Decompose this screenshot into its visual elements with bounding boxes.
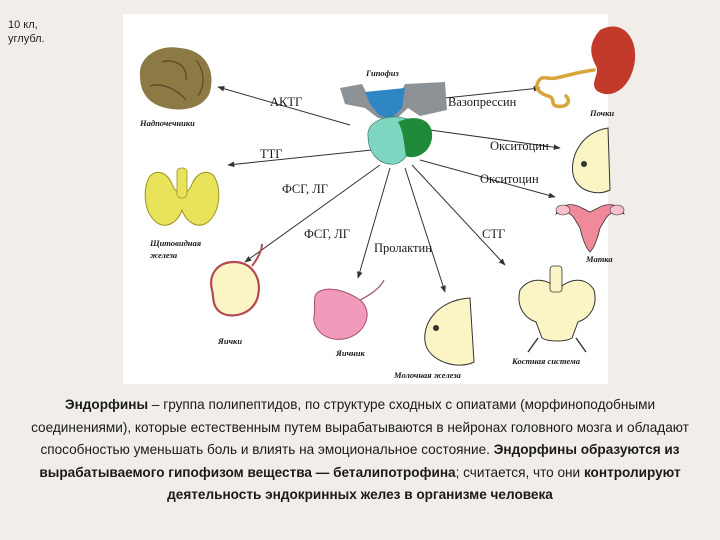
arrow-uterus [419,159,556,199]
label-mammary: Молочная железа [393,370,462,380]
label-thyroid-2: железа [150,250,178,260]
kidney-illustration [535,26,636,109]
caption-term: Эндорфины [64,397,149,412]
corner-note-line-2: углубл. [8,33,45,45]
label-ttg: ТТГ [260,147,283,161]
ovary-illustration [313,279,385,340]
caption-connector: ; считается, что они [455,464,584,480]
arrow-kidneys [444,85,541,99]
label-kidneys: Почки [589,108,614,118]
adrenal-gland-illustration [139,47,212,110]
arrow-testes [244,164,381,263]
label-stg: СТГ [482,227,505,241]
caption-origin: Эндорфины образуются из вырабатываемого … [39,442,680,480]
label-gland: Гипофиз [365,68,399,78]
uterus-illustration [555,204,625,253]
label-fsg-lg-1: ФСГ, ЛГ [282,182,328,196]
label-actg: АКТГ [270,95,302,109]
label-thyroid-1: Щитовидная [149,238,202,248]
label-adrenal: Надпочечники [139,118,195,128]
corner-note: 10 кл, углубл. [8,18,45,46]
hormone-arrows [217,85,561,293]
label-testes: Яички [217,336,242,346]
mammary-gland-bottom-illustration [424,297,475,366]
pelvis-illustration [518,265,596,353]
arrow-adrenal [217,86,351,126]
label-bones: Костная система [511,356,581,366]
arrow-mammary-right [429,129,561,150]
arrow-thyroid [227,149,373,168]
thyroid-illustration [144,167,220,226]
label-prolactin: Пролактин [374,241,432,255]
label-ovary: Яичник [335,348,365,358]
label-fsg-lg-2: ФСГ, ЛГ [304,227,350,241]
corner-note-line-1: 10 кл, [8,19,38,31]
arrow-ovary [357,167,391,279]
testes-illustration [210,243,263,317]
caption-function: контролируют деятельность эндокринных же… [167,464,681,503]
endorphins-caption: Эндорфины – группа полипептидов, по стру… [20,394,700,507]
arrow-bones [411,164,506,266]
mammary-gland-right-illustration [572,127,611,194]
label-oxytocin-1: Окситоцин [490,139,549,153]
label-uterus: Матка [585,254,613,264]
arrow-mammary [404,167,446,293]
label-vasopressin: Вазопрессин [448,95,517,109]
caption-definition: – группа полипептидов, по структуре сход… [31,397,689,457]
pituitary-gland [340,82,447,165]
label-oxytocin-2: Окситоцин [480,172,539,186]
